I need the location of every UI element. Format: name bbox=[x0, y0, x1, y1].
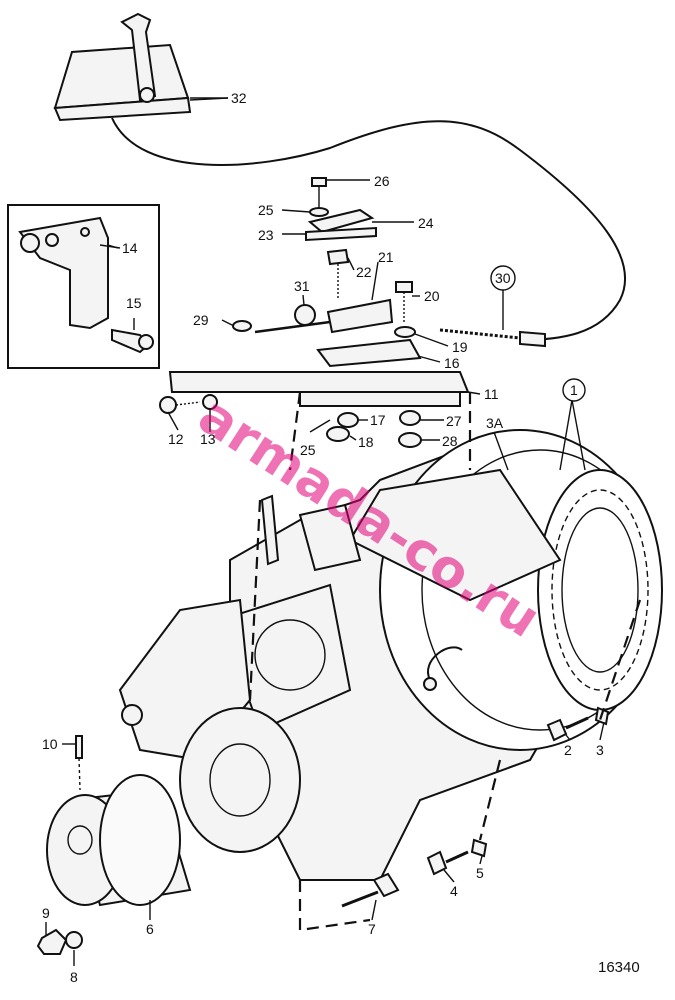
callout-label: 16 bbox=[444, 355, 460, 371]
callout-label: 6 bbox=[146, 921, 154, 937]
callout-label: 26 bbox=[374, 173, 390, 189]
callout-label: 7 bbox=[368, 921, 376, 937]
callout-label: 1 bbox=[570, 382, 578, 398]
control-box bbox=[53, 12, 229, 122]
callout-label: 3A bbox=[486, 415, 504, 431]
callout-label: 17 bbox=[370, 412, 386, 428]
callout-label: 13 bbox=[200, 431, 216, 447]
callout-label: 8 bbox=[70, 969, 78, 985]
callout-label: 3 bbox=[596, 742, 604, 758]
callout-label: 30 bbox=[495, 270, 511, 286]
callout-label: 23 bbox=[258, 227, 274, 243]
callout-label: 10 bbox=[42, 736, 58, 752]
callout-label: 24 bbox=[418, 215, 434, 231]
leader-lines bbox=[45, 97, 605, 966]
callout-label: 27 bbox=[446, 413, 462, 429]
callout-label: 18 bbox=[358, 434, 374, 450]
control-cable bbox=[111, 117, 626, 341]
callout-label: 4 bbox=[450, 883, 458, 899]
callout-label: 25 bbox=[258, 202, 274, 218]
callout-label: 28 bbox=[442, 433, 458, 449]
callout-label: 2 bbox=[564, 742, 572, 758]
callout-label: 29 bbox=[193, 312, 209, 328]
callout-label: 32 bbox=[231, 90, 247, 106]
callout-label: 9 bbox=[42, 905, 50, 921]
drawing-number: 16340 bbox=[598, 959, 640, 976]
inset-bracket-detail bbox=[7, 204, 160, 369]
callout-label: 22 bbox=[356, 264, 372, 280]
assembly-lines bbox=[248, 391, 642, 932]
callout-label: 31 bbox=[294, 278, 310, 294]
fasteners bbox=[36, 706, 610, 955]
callout-labels: 32 26 25 24 23 22 21 31 20 29 30 19 16 1… bbox=[42, 90, 604, 985]
gearbox-housing bbox=[118, 429, 663, 881]
callout-label: 21 bbox=[378, 249, 394, 265]
callout-label: 25 bbox=[300, 442, 316, 458]
callout-label: 12 bbox=[168, 431, 184, 447]
callout-label: 20 bbox=[424, 288, 440, 304]
callout-label: 19 bbox=[452, 339, 468, 355]
callout-label: 15 bbox=[126, 295, 142, 311]
callout-label: 14 bbox=[122, 240, 138, 256]
callout-label: 11 bbox=[484, 386, 499, 402]
output-coupling bbox=[46, 774, 192, 907]
callout-label: 5 bbox=[476, 865, 484, 881]
